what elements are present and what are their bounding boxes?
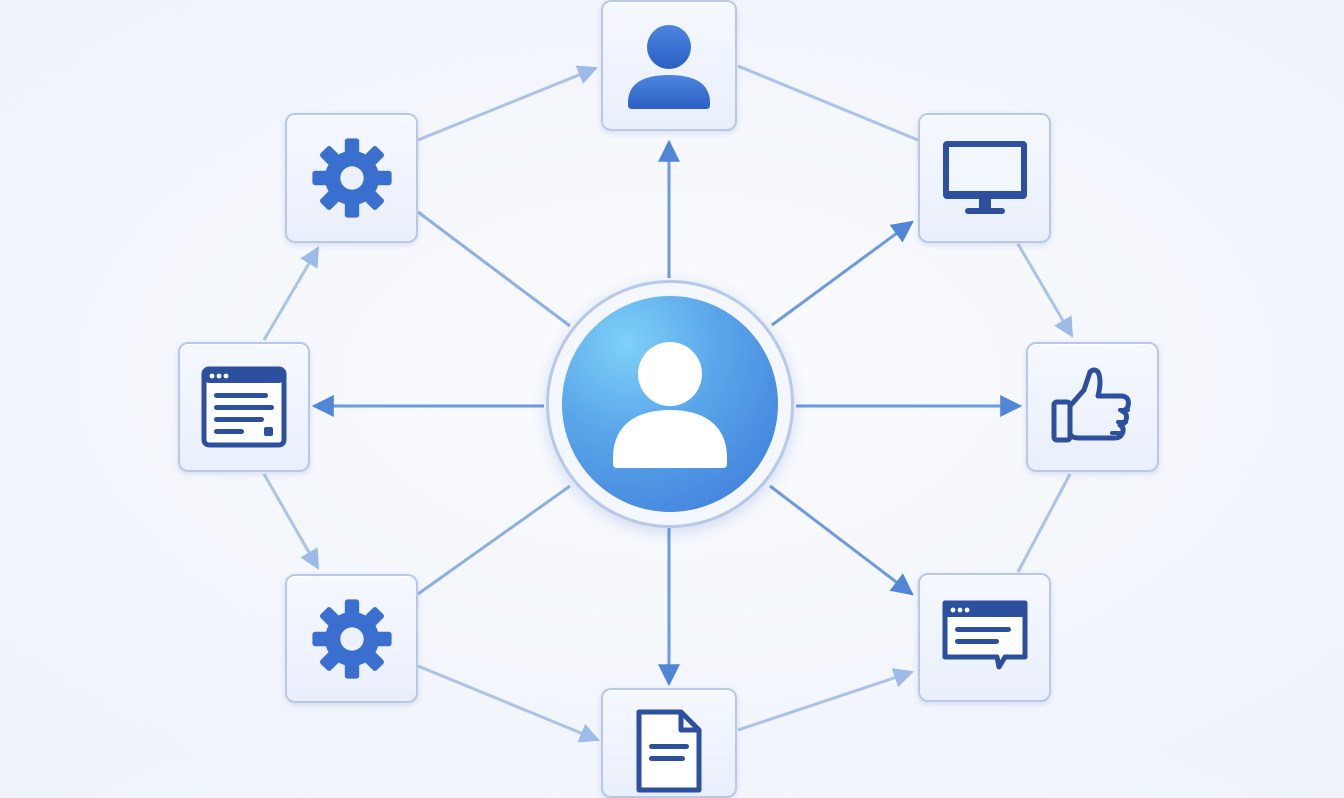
network-diagram	[178, 0, 1159, 798]
hub-user-node[interactable]	[562, 296, 778, 512]
edge-hub-to-top-left	[417, 210, 571, 328]
node-right-thumbs-up[interactable]	[1026, 342, 1159, 472]
thumbs-up-icon	[1051, 367, 1131, 443]
gear-icon	[311, 138, 392, 218]
edge-document-to-settings-bottom	[262, 473, 320, 570]
node-top-user[interactable]	[601, 0, 737, 131]
edge-settings-to-user	[417, 65, 598, 142]
edge-hub-to-bottom-left	[417, 484, 571, 596]
edge-settings-to-file	[417, 664, 600, 743]
edge-thumbs-to-chat	[1016, 473, 1072, 573]
chat-window-icon	[942, 600, 1027, 669]
node-top-left-settings[interactable]	[285, 113, 418, 243]
node-bottom-file[interactable]	[601, 688, 737, 798]
gear-icon	[311, 598, 392, 679]
node-bottom-right-chat[interactable]	[918, 573, 1051, 702]
edge-monitor-to-thumbs	[1016, 243, 1074, 338]
edge-hub-to-chat	[769, 484, 914, 596]
edge-user-to-monitor	[737, 64, 919, 142]
browser-window-icon	[201, 366, 287, 448]
node-top-right-monitor[interactable]	[918, 113, 1051, 243]
edge-document-to-settings-top	[262, 246, 320, 341]
file-icon	[636, 709, 702, 793]
edge-hub-to-monitor	[771, 220, 914, 327]
connectors-layer	[262, 64, 1074, 743]
node-bottom-left-settings[interactable]	[285, 574, 418, 703]
node-left-document[interactable]	[178, 342, 310, 472]
edge-file-to-chat	[737, 668, 914, 732]
user-icon	[613, 342, 727, 468]
user-icon	[628, 24, 710, 109]
monitor-icon	[942, 141, 1027, 214]
